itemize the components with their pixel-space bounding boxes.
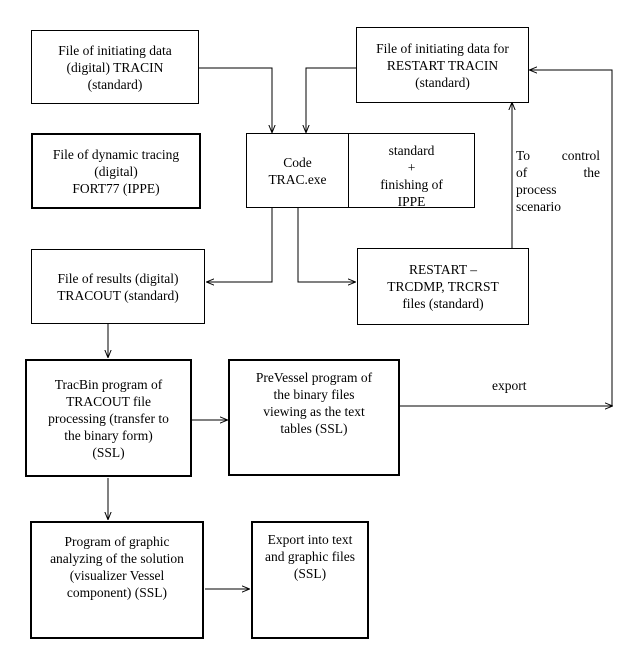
- fort77-box: File of dynamic tracing (digital) FORT77…: [31, 133, 201, 209]
- arrow-restart-tracin-to-code: [306, 67, 356, 132]
- prevessel-box: PreVessel program of the binary files vi…: [228, 359, 400, 476]
- export-files-box: Export into text and graphic files (SSL): [251, 521, 369, 639]
- fort77-text: File of dynamic tracing (digital) FORT77…: [52, 146, 180, 196]
- tracin-text: File of initiating data (digital) TRACIN…: [58, 42, 172, 92]
- export-label: export: [492, 378, 527, 393]
- export-files-text: Export into text and graphic files (SSL): [265, 532, 355, 581]
- standard-box: standard + finishing of IPPE: [348, 133, 475, 208]
- arrow-tracin-to-code: [198, 67, 272, 132]
- restart-tracin-box: File of initiating data for RESTART TRAC…: [356, 27, 529, 103]
- graphic-box: Program of graphic analyzing of the solu…: [30, 521, 204, 639]
- standard-text: standard + finishing of IPPE: [380, 143, 443, 208]
- control-scenario-label: To control of the process scenario: [516, 147, 600, 215]
- tracin-box: File of initiating data (digital) TRACIN…: [31, 30, 199, 104]
- control-label-line-2: of the: [516, 165, 600, 180]
- arrow-code-to-restart-files: [297, 207, 355, 282]
- restart-tracin-text: File of initiating data for RESTART TRAC…: [376, 40, 509, 90]
- results-box: File of results (digital) TRACOUT (stand…: [31, 249, 205, 324]
- prevessel-text: PreVessel program of the binary files vi…: [255, 370, 373, 436]
- control-label-line-1: To control: [516, 148, 600, 163]
- arrow-export-loop-to-restart-tracin: [530, 70, 613, 406]
- code-text: Code TRAC.exe: [268, 154, 327, 187]
- results-text: File of results (digital) TRACOUT (stand…: [57, 270, 179, 303]
- code-box: Code TRAC.exe: [246, 133, 349, 208]
- tracbin-box: TracBin program of TRACOUT file processi…: [25, 359, 192, 477]
- graphic-text: Program of graphic analyzing of the solu…: [50, 534, 184, 600]
- tracbin-text: TracBin program of TRACOUT file processi…: [48, 376, 169, 460]
- control-label-line-3: process: [516, 182, 557, 197]
- arrow-code-to-results: [207, 207, 273, 282]
- restart-files-text: RESTART – TRCDMP, TRCRST files (standard…: [387, 262, 499, 311]
- control-label-line-4: scenario: [516, 199, 561, 214]
- restart-files-box: RESTART – TRCDMP, TRCRST files (standard…: [357, 248, 529, 325]
